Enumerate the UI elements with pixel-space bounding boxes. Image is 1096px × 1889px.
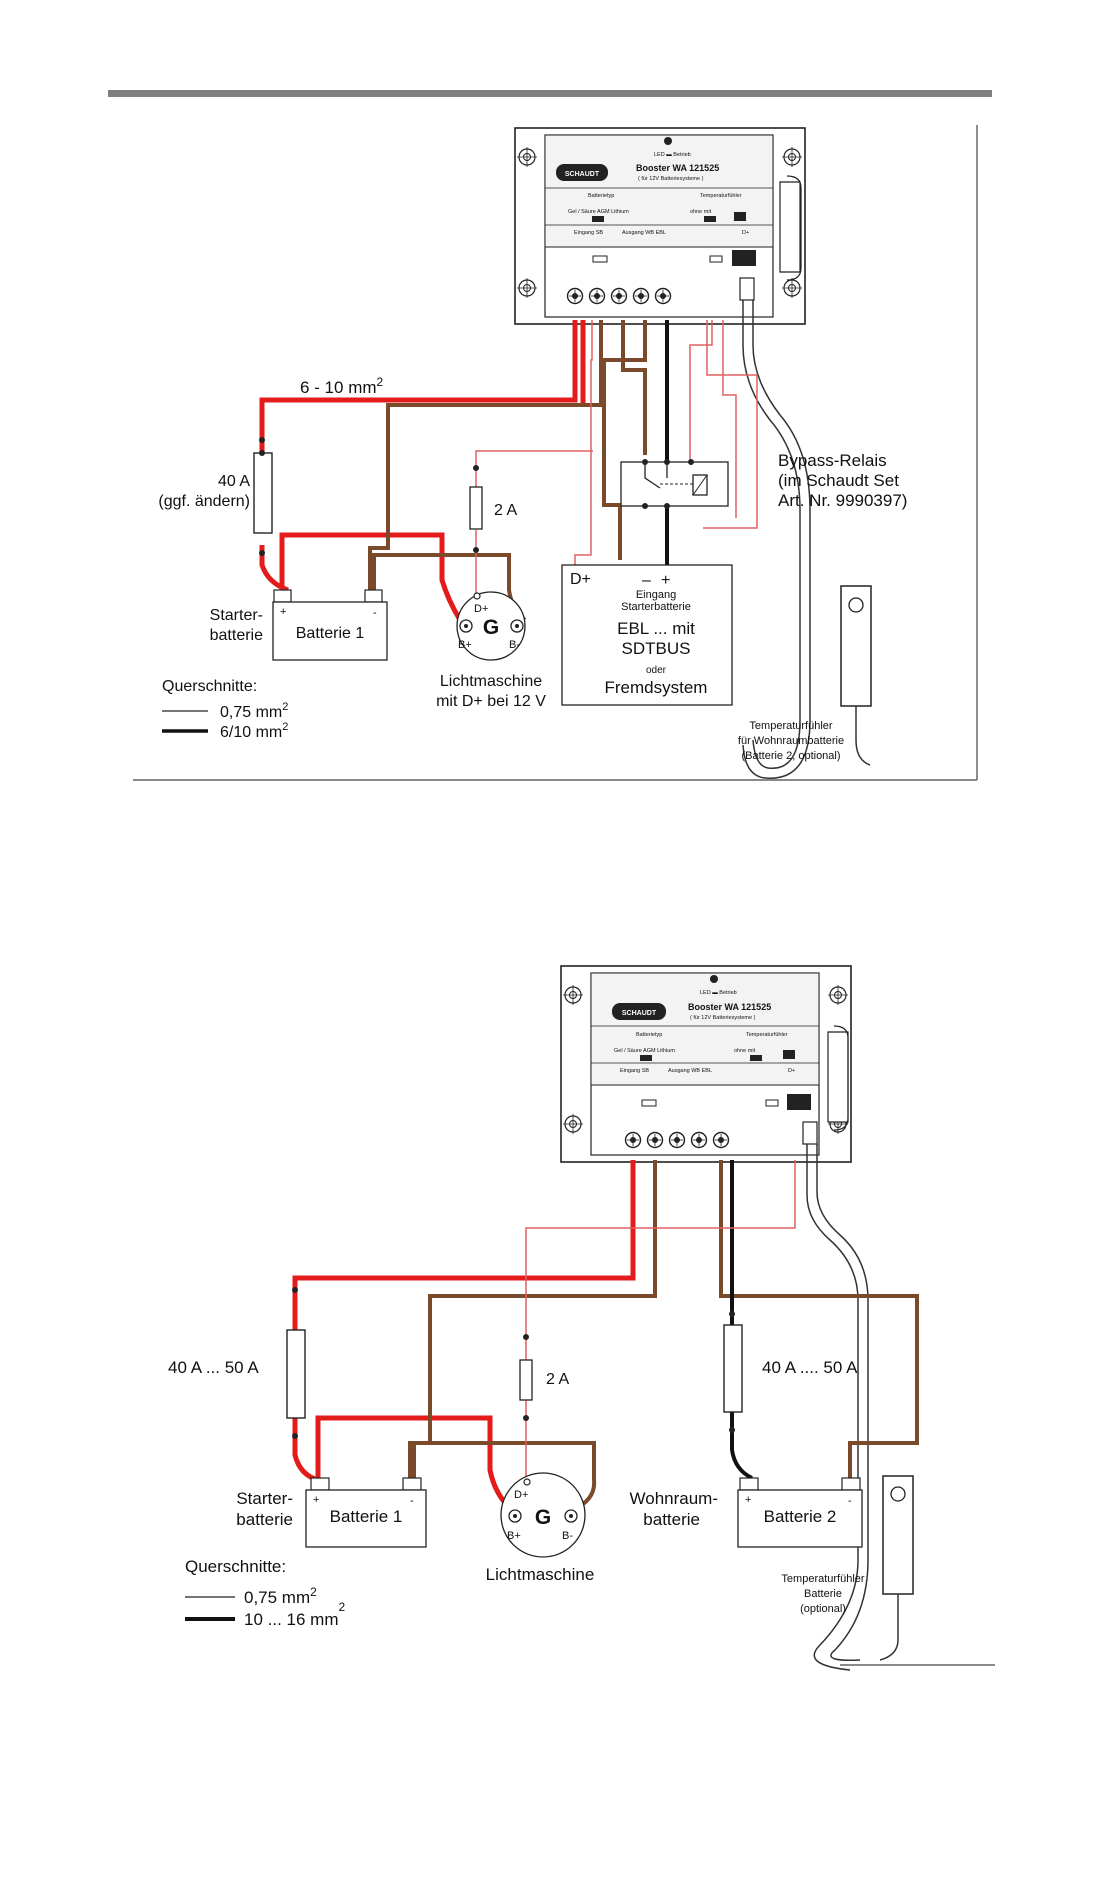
sensor-d2-line-2: Batterie bbox=[804, 1588, 842, 1600]
fuse-left-label: 40 A ... 50 A bbox=[168, 1358, 259, 1377]
ebl-dplus: D+ bbox=[570, 571, 591, 588]
ebl-box: D+ – + Eingang Starterbatterie EBL ... m… bbox=[561, 564, 733, 706]
temperaturfuehler-label-2: Temperaturfühler bbox=[746, 1032, 788, 1038]
alternator-label-2: Lichtmaschine bbox=[486, 1565, 595, 1584]
brand-logo-2: SCHAUDT bbox=[622, 1010, 657, 1017]
legend-2-title: Querschnitte: bbox=[185, 1557, 286, 1576]
starter-line-2: batterie bbox=[210, 627, 263, 644]
ebl-oder: oder bbox=[646, 665, 667, 676]
battery-1-d2: + - Batterie 1 bbox=[305, 1477, 427, 1548]
starter-d2-line-2: batterie bbox=[236, 1510, 293, 1529]
brand-logo: SCHAUDT bbox=[565, 171, 600, 178]
terminal-label-ausgang: Ausgang WB EBL bbox=[622, 230, 666, 236]
ebl-line-1: EBL ... mit bbox=[617, 619, 695, 638]
battery-2: + - Batterie 2 bbox=[737, 1477, 863, 1548]
booster-model-2: Booster WA 121525 bbox=[688, 1002, 771, 1012]
terminal-label-eingang: Eingang SB bbox=[574, 230, 603, 236]
sensor-line-1: Temperaturfühler bbox=[749, 720, 832, 732]
booster-subtitle: ( für 12V Batteriesysteme ) bbox=[638, 176, 704, 182]
ebl-line-3: Fremdsystem bbox=[605, 678, 708, 697]
battery-1-d2-plus: + bbox=[313, 1494, 319, 1506]
ebl-plus: + bbox=[661, 572, 670, 589]
generator-g-2: G bbox=[535, 1506, 551, 1529]
booster-device: LED ▬ Betrieb SCHAUDT Booster WA 121525 … bbox=[514, 127, 806, 325]
battery-1: + - Batterie 1 bbox=[272, 589, 388, 661]
fuse-2a-2 bbox=[519, 1359, 533, 1401]
diagram-1: LED ▬ Betrieb SCHAUDT Booster WA 121525 … bbox=[133, 125, 978, 781]
bypass-relay bbox=[620, 459, 729, 509]
legend-1: Querschnitte: 0,75 mm2 6/10 mm2 bbox=[162, 678, 288, 741]
fuse-small-label-2: 2 A bbox=[546, 1371, 569, 1388]
fuse-right-2 bbox=[723, 1324, 743, 1413]
fuse-small-label: 2 A bbox=[494, 502, 517, 519]
terminal-label-ausgang-2: Ausgang WB EBL bbox=[668, 1068, 712, 1074]
alternator: G D+ B+ B- bbox=[456, 591, 526, 661]
fuse-right-label: 40 A .... 50 A bbox=[762, 1358, 858, 1377]
battery-2-minus: - bbox=[848, 1495, 852, 1507]
booster-device-2: LED ▬ Betrieb SCHAUDT Booster WA 121525 … bbox=[560, 965, 852, 1163]
battery-1-d2-minus: - bbox=[410, 1495, 414, 1507]
battery-1-d2-label: Batterie 1 bbox=[330, 1507, 403, 1526]
fuse-main-label: 40 A bbox=[218, 473, 250, 490]
legend-title: Querschnitte: bbox=[162, 678, 257, 695]
battery-type-switch-label: Gel / Säure AGM Lithium bbox=[568, 209, 629, 215]
sensor-line-2: für Wohnraumbatterie bbox=[738, 735, 844, 747]
ebl-minus: – bbox=[642, 572, 651, 589]
booster-model: Booster WA 121525 bbox=[636, 163, 719, 173]
wohnraum-line-1: Wohnraum- bbox=[630, 1489, 719, 1508]
temperaturfuehler-label: Temperaturfühler bbox=[700, 193, 742, 199]
legend-2: Querschnitte: 0,75 mm2 10 ... 16 mm2 bbox=[185, 1557, 345, 1629]
generator-bplus: B+ bbox=[458, 639, 472, 651]
terminal-label-dplus: D+ bbox=[742, 230, 749, 236]
battery-1-plus: + bbox=[280, 606, 286, 618]
legend-2-thin: 0,75 mm2 bbox=[244, 1585, 317, 1607]
battery-2-plus: + bbox=[745, 1494, 751, 1506]
generator-bminus-2: B- bbox=[562, 1530, 573, 1542]
booster-subtitle-2: ( für 12V Batteriesysteme ) bbox=[690, 1015, 756, 1021]
header-rule bbox=[108, 90, 992, 97]
battery-type-switch-label-2: Gel / Säure AGM Lithium bbox=[614, 1048, 675, 1054]
terminal-label-dplus-2: D+ bbox=[788, 1068, 795, 1074]
led-label: LED ▬ Betrieb bbox=[654, 152, 691, 158]
battery-1-label: Batterie 1 bbox=[296, 625, 365, 642]
generator-bplus-2: B+ bbox=[507, 1530, 521, 1542]
cable-label: 6 - 10 mm2 bbox=[300, 375, 384, 397]
alternator-2: G D+ B+ B- bbox=[500, 1472, 586, 1558]
batterietyp-label: Batterietyp bbox=[588, 193, 614, 199]
terminal-label-eingang-2: Eingang SB bbox=[620, 1068, 649, 1074]
diagram-2: LED ▬ Betrieb SCHAUDT Booster WA 121525 … bbox=[168, 965, 995, 1671]
battery-1-minus: - bbox=[373, 607, 377, 619]
sensor-switch-label-2: ohne mit bbox=[734, 1048, 756, 1054]
fuse-main-note: (ggf. ändern) bbox=[158, 493, 250, 510]
legend-thick: 6/10 mm2 bbox=[220, 721, 288, 741]
starter-line-1: Starter- bbox=[210, 607, 263, 624]
fuse-left-2 bbox=[286, 1329, 306, 1419]
wohnraum-line-2: batterie bbox=[643, 1510, 700, 1529]
legend-thin: 0,75 mm2 bbox=[220, 701, 288, 721]
battery-2-label: Batterie 2 bbox=[764, 1507, 837, 1526]
relay-line-2: (im Schaudt Set bbox=[778, 471, 899, 490]
batterietyp-label-2: Batterietyp bbox=[636, 1032, 662, 1038]
relay-line-1: Bypass-Relais bbox=[778, 451, 887, 470]
generator-dplus-2: D+ bbox=[514, 1489, 528, 1501]
fuse-2a bbox=[469, 486, 483, 530]
ebl-eingang: Eingang bbox=[636, 589, 676, 601]
generator-g: G bbox=[483, 616, 499, 639]
ebl-line-2: SDTBUS bbox=[622, 639, 691, 658]
sensor-d2-line-3: (optional) bbox=[800, 1603, 846, 1615]
sensor-line-3: (Batterie 2, optional) bbox=[741, 750, 840, 762]
legend-2-thick: 10 ... 16 mm2 bbox=[244, 1600, 345, 1629]
relay-line-3: Art. Nr. 9990397) bbox=[778, 491, 907, 510]
starter-d2-line-1: Starter- bbox=[236, 1489, 293, 1508]
fuse-40a bbox=[253, 452, 273, 534]
sensor-d2-line-1: Temperaturfühler bbox=[781, 1573, 864, 1585]
led-label-2: LED ▬ Betrieb bbox=[700, 990, 737, 996]
sensor-switch-label: ohne mit bbox=[690, 209, 712, 215]
generator-bminus: B- bbox=[509, 639, 520, 651]
generator-dplus: D+ bbox=[474, 603, 488, 615]
alternator-line-2: mit D+ bei 12 V bbox=[436, 693, 546, 710]
alternator-line-1: Lichtmaschine bbox=[440, 673, 542, 690]
ebl-starterbatterie: Starterbatterie bbox=[621, 601, 691, 613]
